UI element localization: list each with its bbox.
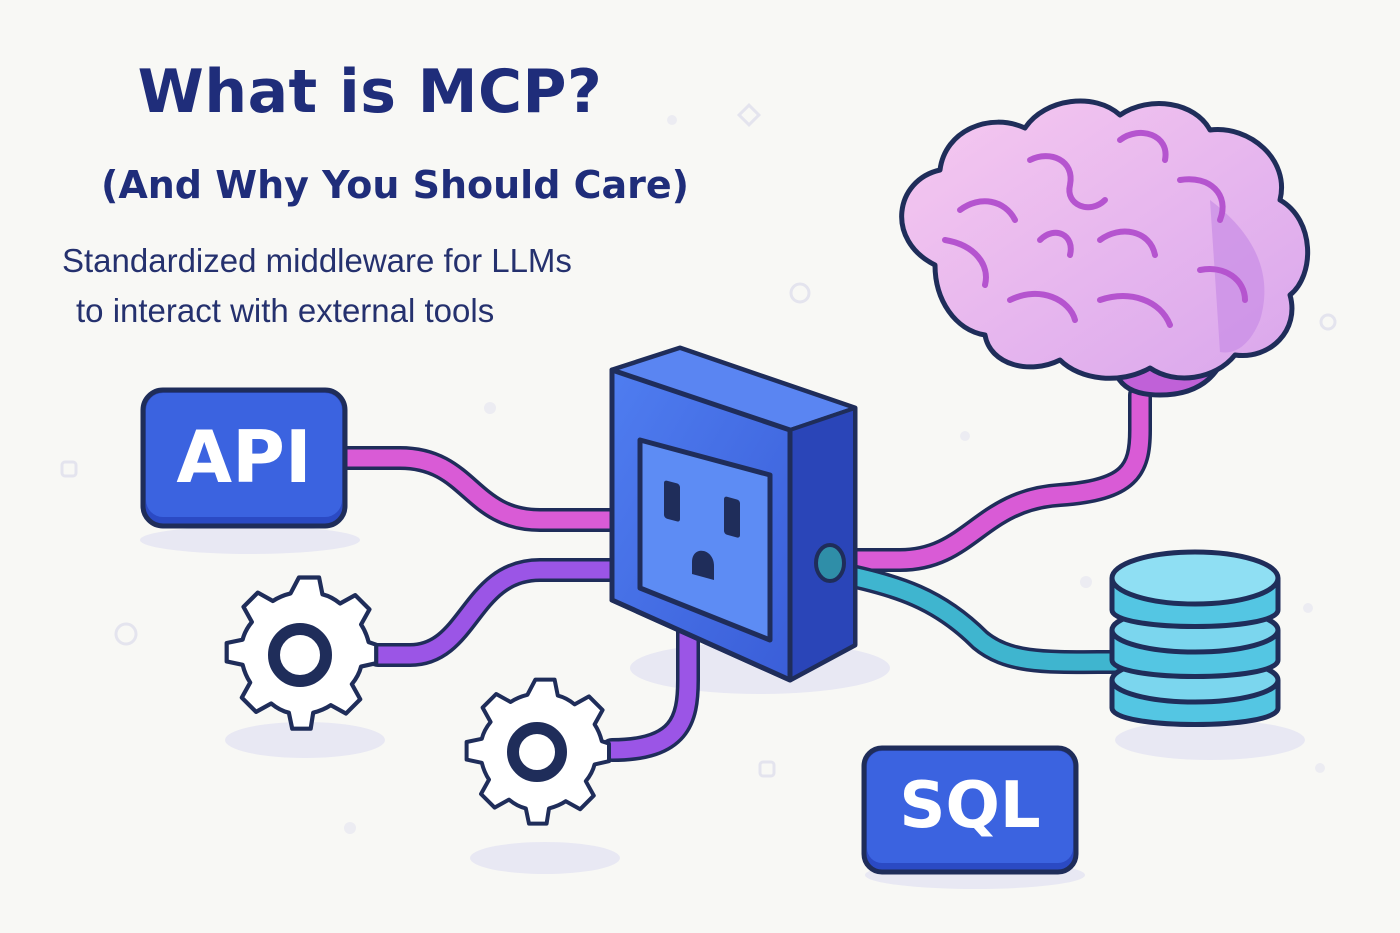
background-decoration xyxy=(60,102,1337,778)
background-dots xyxy=(344,115,1325,834)
api-box xyxy=(140,387,348,529)
page-subtitle: (And Why You Should Care) xyxy=(100,163,690,207)
gear-icon-2 xyxy=(464,677,612,826)
database-icon xyxy=(1109,549,1281,727)
connector-wires xyxy=(332,383,1152,762)
tagline-line-2: to interact with external tools xyxy=(76,292,495,329)
wire-brain xyxy=(828,383,1152,572)
sql-box xyxy=(861,745,1079,875)
brain-icon xyxy=(899,98,1311,398)
tagline: Standardized middleware for LLMs to inte… xyxy=(62,236,572,336)
sql-label: SQL xyxy=(899,769,1041,843)
page-title: What is MCP? xyxy=(137,57,603,127)
gear-icon-1 xyxy=(224,575,379,731)
api-label: API xyxy=(176,415,312,499)
tagline-line-1: Standardized middleware for LLMs xyxy=(62,242,572,279)
power-socket-icon xyxy=(609,345,858,683)
